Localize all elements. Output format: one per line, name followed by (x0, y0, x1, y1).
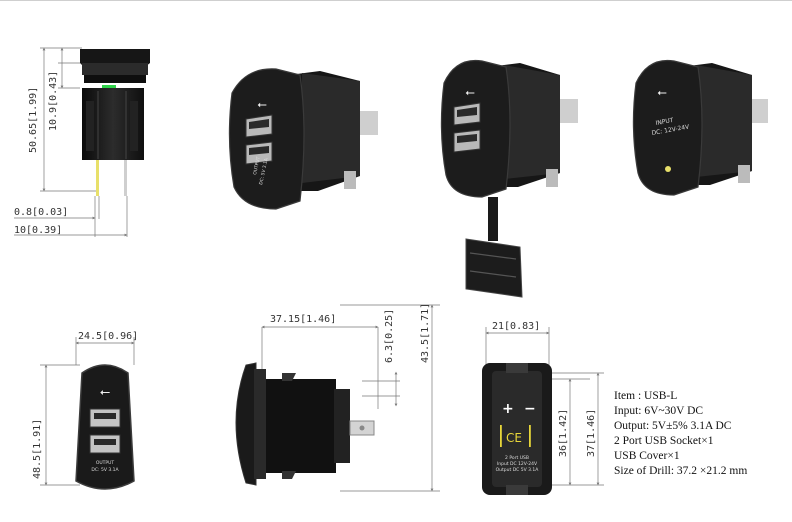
dim-side-height: 43.5[1.71] (420, 303, 431, 363)
svg-text:OUTPUT: OUTPUT (96, 460, 115, 466)
front-view: 24.5[0.96] ⭠ OUTPUT DC: 5V 3.1A 48.5[1.9… (32, 331, 138, 490)
isometric-view-cover: ⭠ (440, 59, 578, 298)
terminal-tab (752, 99, 768, 123)
svg-text:DC: 5V 3.1A: DC: 5V 3.1A (91, 467, 119, 473)
spec-item: Item : USB-L (614, 390, 677, 402)
back-view: 21[0.83] + − CE 2 Port USB Input DC 12V-… (482, 321, 604, 495)
svg-text:DC: 5V 3.1A: DC: 5V 3.1A (258, 157, 270, 186)
dim-pin-length: 10[0.39] (14, 225, 62, 236)
dim-back-width: 21[0.83] (492, 321, 540, 332)
led-indicator (102, 85, 116, 88)
svg-text:Input DC 12V-24V: Input DC 12V-24V (497, 461, 538, 467)
dim-height-upper: 10.9[0.43] (48, 71, 59, 131)
dim-front-width: 24.5[0.96] (78, 331, 138, 342)
yellow-pin (96, 160, 99, 196)
usb-icon: ⭠ (465, 85, 475, 99)
terminal-tab (560, 99, 578, 123)
isometric-view-input: ⭠ INPUT DC: 12V-24V (632, 59, 768, 196)
dim-pin-thickness: 0.8[0.03] (14, 207, 68, 218)
dim-side-depth: 37.15[1.46] (270, 314, 336, 325)
minus-terminal: − (524, 401, 536, 417)
spec-drill-size: Size of Drill: 37.2 ×21.2 mm (614, 465, 747, 477)
ce-mark: CE (506, 431, 522, 445)
side-section-view: 37.15[1.46] 6.3[0.25] 43.5[1.71] (235, 303, 440, 492)
plus-terminal: + (502, 401, 514, 417)
terminal-tab (360, 111, 378, 135)
dim-height-total: 50.65[1.99] (28, 87, 39, 153)
usb-icon: ⭠ (100, 385, 110, 400)
spec-input: Input: 6V~30V DC (614, 405, 703, 417)
spec-output: Output: 5V±5% 3.1A DC (614, 420, 732, 432)
dim-side-flange: 6.3[0.25] (384, 309, 395, 363)
cover-strap (488, 197, 498, 241)
svg-text:2 Port USB: 2 Port USB (505, 455, 529, 461)
usb-icon: ⭠ (657, 85, 667, 99)
svg-text:Output DC 5V 3.1A: Output DC 5V 3.1A (496, 467, 540, 473)
isometric-view-front: ⭠ OUTPUT DC: 5V 3.1A (228, 68, 378, 210)
usb-icon: ⭠ (257, 97, 267, 111)
dim-back-inner: 36[1.42] (558, 409, 569, 457)
dim-front-height: 48.5[1.91] (32, 419, 43, 479)
led-indicator (665, 166, 671, 172)
spec-usb-socket: 2 Port USB Socket×1 (614, 435, 714, 447)
side-profile-view: 50.65[1.99] 10.9[0.43] 0.8[0.03] 10[0.39… (14, 47, 150, 237)
svg-text:OUTPUT: OUTPUT (252, 156, 262, 175)
spec-usb-cover: USB Cover×1 (614, 450, 680, 462)
dim-back-outer: 37[1.46] (586, 409, 597, 457)
spec-list: Item : USB-L Input: 6V~30V DC Output: 5V… (614, 390, 747, 477)
svg-text:INPUT: INPUT (655, 117, 674, 127)
usb-cover (465, 238, 523, 298)
grey-pin (124, 160, 127, 196)
